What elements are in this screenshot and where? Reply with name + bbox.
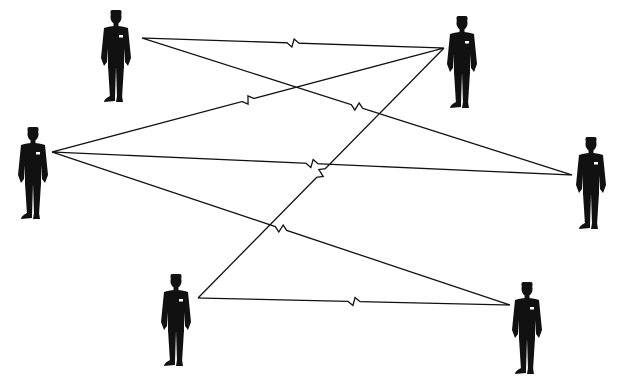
person-bottom-right — [512, 282, 542, 374]
person-top-right — [447, 16, 477, 108]
link-top-left-to-middle-right — [142, 38, 572, 175]
standing-person-icon — [576, 137, 606, 229]
link-middle-left-to-middle-right — [52, 152, 572, 175]
link-middle-left-to-bottom-right — [52, 152, 510, 305]
standing-person-icon — [18, 127, 48, 219]
person-bottom-left — [161, 274, 191, 366]
standing-person-icon — [161, 274, 191, 366]
link-top-right-to-bottom-left — [198, 48, 444, 298]
people-group — [18, 10, 606, 374]
standing-person-icon — [101, 10, 131, 102]
link-top-left-to-top-right — [142, 38, 444, 48]
person-middle-left — [18, 127, 48, 219]
link-bottom-left-to-bottom-right — [198, 298, 510, 306]
person-middle-right — [576, 137, 606, 229]
connection-lines — [52, 38, 572, 305]
standing-person-icon — [447, 16, 477, 108]
standing-person-icon — [512, 282, 542, 374]
person-top-left — [101, 10, 131, 102]
